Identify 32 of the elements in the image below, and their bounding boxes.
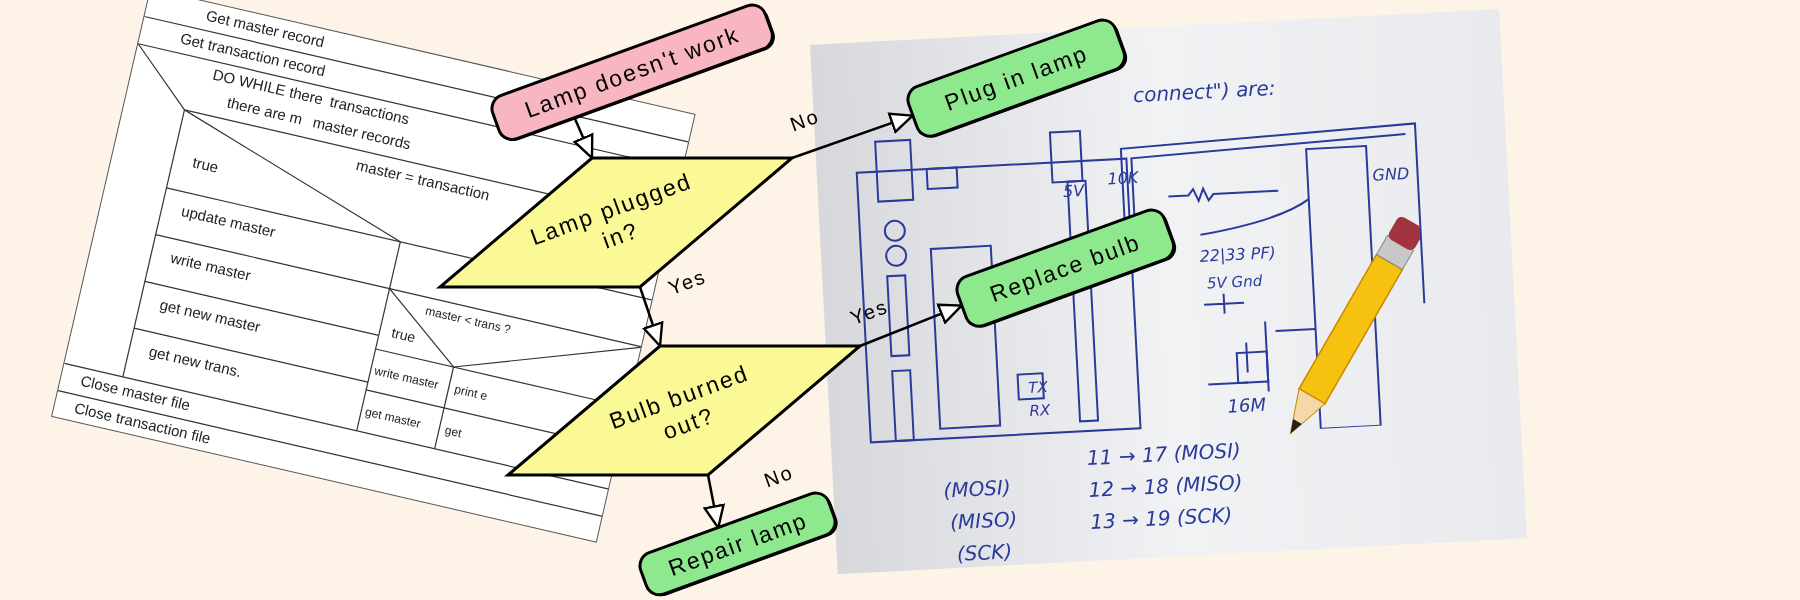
structogram-text: write master bbox=[372, 363, 440, 393]
edge-label: No bbox=[787, 105, 823, 135]
handwritten-note: 5V Gnd bbox=[1206, 271, 1263, 294]
handwritten-note: connect") are: bbox=[1132, 75, 1277, 109]
handwritten-note: 13 → 19 (SCK) bbox=[1089, 502, 1233, 535]
arrow bbox=[859, 303, 963, 348]
structogram-text: get new master bbox=[157, 295, 263, 337]
arrow bbox=[638, 286, 664, 348]
node-text: Repair lamp bbox=[663, 505, 812, 583]
structogram-text: master < trans ? bbox=[423, 303, 512, 338]
structogram-text: get bbox=[443, 422, 464, 442]
structogram-text: get master bbox=[363, 404, 423, 432]
edge-label: Yes bbox=[847, 296, 891, 328]
handwritten-note: RX bbox=[1029, 400, 1051, 421]
structogram-text: print e bbox=[452, 382, 489, 405]
handwritten-note: 12 → 18 (MISO) bbox=[1088, 470, 1244, 503]
structogram-text: update master bbox=[179, 202, 278, 242]
handwritten-note: (SCK) bbox=[956, 539, 1013, 567]
structogram-text: true bbox=[389, 324, 418, 347]
handwritten-note: 22|33 PF) bbox=[1199, 242, 1277, 267]
structogram-text: true bbox=[190, 153, 221, 178]
handwritten-note: GND bbox=[1372, 163, 1410, 186]
structogram-text: get new trans. bbox=[147, 342, 244, 382]
structogram-text: write master bbox=[168, 248, 253, 286]
arrow bbox=[573, 116, 594, 160]
handwritten-note: (MISO) bbox=[949, 506, 1018, 536]
handwritten-note: 16M bbox=[1226, 393, 1267, 419]
arrow bbox=[703, 474, 725, 529]
handwritten-note: 11 → 17 (MOSI) bbox=[1086, 438, 1242, 472]
handwritten-note: (MOSI) bbox=[942, 475, 1012, 504]
arrow bbox=[791, 112, 914, 160]
node-text: Plug in lamp bbox=[939, 38, 1093, 118]
